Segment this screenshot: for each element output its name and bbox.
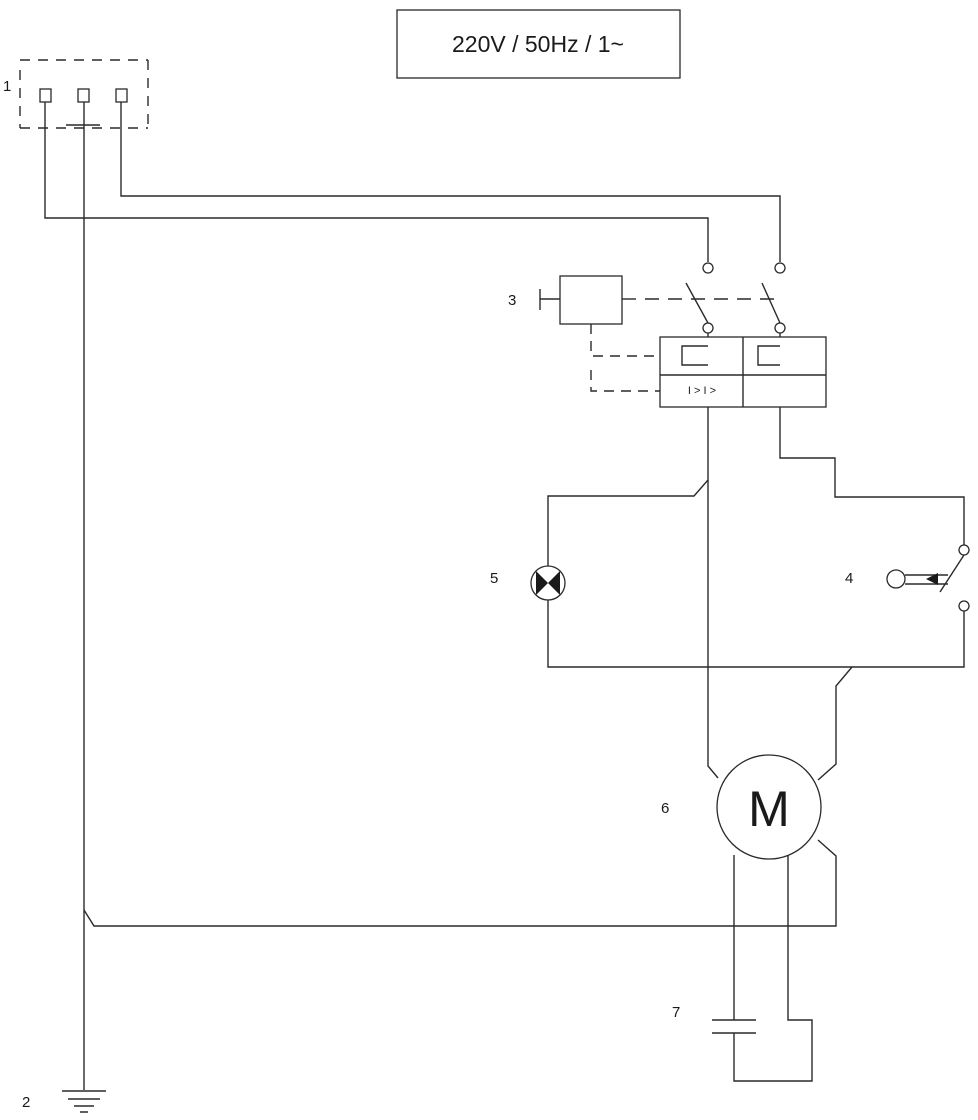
label-6: 6 (661, 800, 669, 817)
wire-live-1 (44, 102, 709, 262)
motor-wiring: 7 (83, 839, 837, 1082)
label-2: 2 (22, 1094, 30, 1111)
plug-pin-right (115, 88, 128, 103)
breaker-marking: I > I > (688, 385, 716, 397)
actuator-box (559, 275, 623, 325)
capacitor-plates (712, 1019, 756, 1034)
wire-motor-left (707, 480, 719, 779)
wire-motor-earth (83, 839, 837, 927)
plug-pin-left (39, 88, 52, 103)
supply-label-box: 220V / 50Hz / 1~ (396, 9, 681, 79)
mains-plug: 1 (3, 59, 149, 129)
circuit-breaker: I > I > 3 (508, 262, 827, 408)
earth-symbol: 2 (22, 1090, 106, 1113)
wire-lamp-top (547, 407, 709, 567)
motor: M 6 (661, 754, 822, 860)
label-3: 3 (508, 292, 516, 309)
label-1: 1 (3, 78, 11, 95)
label-5: 5 (490, 570, 498, 587)
wire-switch-bottom (817, 609, 965, 781)
wire-lamp-bottom (547, 600, 708, 668)
wire-switch-top (779, 407, 965, 545)
label-4: 4 (845, 570, 853, 587)
wire-live-2 (120, 102, 781, 262)
wire-cap-loop (733, 855, 813, 1082)
limit-switch: 4 (845, 544, 970, 612)
indicator-lamp: 5 (490, 565, 566, 601)
supply-label: 220V / 50Hz / 1~ (452, 31, 624, 57)
supply-wires (44, 102, 781, 1090)
circuit-wires (547, 407, 965, 781)
label-7: 7 (672, 1004, 680, 1021)
motor-symbol: M (748, 781, 790, 837)
plug-pin-earth (77, 88, 90, 103)
